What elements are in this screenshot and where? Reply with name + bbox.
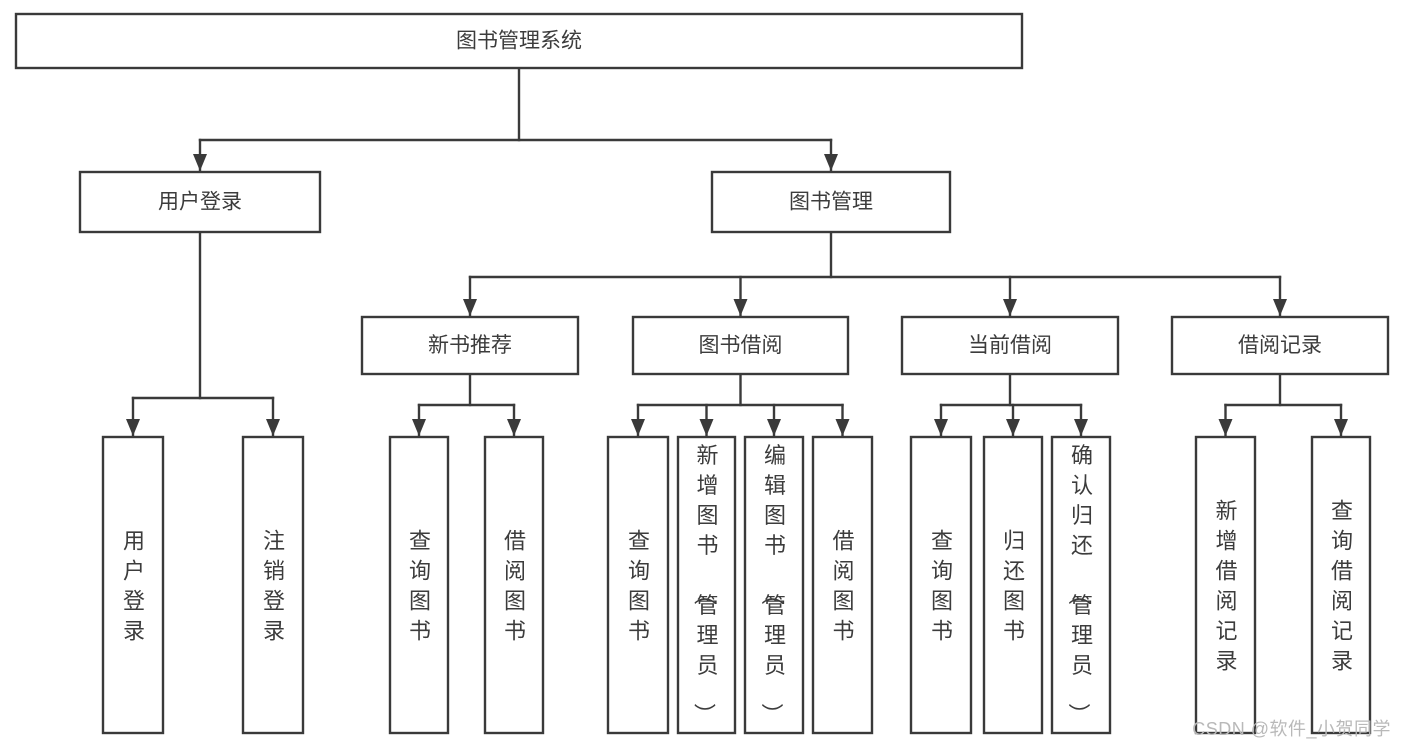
node-label: 新增借阅记录	[1215, 498, 1237, 673]
node-label: 查询图书	[409, 528, 431, 643]
diagram-node[interactable]: 当前借阅	[900, 315, 1120, 376]
node-box-level1-1[interactable]	[710, 170, 952, 234]
diagram-node[interactable]: 新书推荐	[360, 315, 580, 376]
node-box-leaf-10[interactable]	[1050, 435, 1112, 735]
node-label: 编辑图书（管理员）	[759, 443, 786, 725]
node-label: 用户登录	[158, 191, 242, 214]
diagram-node[interactable]: 借阅记录	[1170, 315, 1390, 376]
arrowhead-icon	[266, 419, 280, 436]
node-label: 确认归还（管理员）	[1066, 443, 1093, 725]
arrowhead-icon	[733, 299, 748, 316]
node-label: 图书管理	[789, 191, 873, 214]
node-box-level2-1[interactable]	[631, 315, 850, 376]
node-label: 借阅记录	[1238, 334, 1322, 357]
node-box-leaf-2[interactable]	[388, 435, 450, 735]
node-label: 图书借阅	[699, 334, 783, 357]
arrowhead-icon	[934, 419, 948, 436]
diagram-node[interactable]: 注销登录	[241, 435, 305, 735]
arrowhead-icon	[1334, 419, 1348, 436]
diagram-node[interactable]: 图书借阅	[631, 315, 850, 376]
arrowhead-icon	[463, 299, 477, 316]
diagram-node[interactable]: 查询图书	[388, 435, 450, 735]
node-label: 借阅图书	[504, 528, 526, 643]
node-label: 当前借阅	[968, 334, 1052, 357]
diagram-node[interactable]: 查询借阅记录	[1310, 435, 1372, 735]
diagram-node[interactable]: 用户登录	[101, 435, 165, 735]
diagram-node[interactable]: 用户登录	[78, 170, 322, 234]
node-label: 借阅图书	[832, 528, 854, 643]
node-box-level2-0[interactable]	[360, 315, 580, 376]
nodes-layer: 图书管理系统用户登录图书管理新书推荐图书借阅当前借阅借阅记录用户登录注销登录查询…	[14, 12, 1390, 735]
diagram-node[interactable]: 图书管理	[710, 170, 952, 234]
node-box-level1-0[interactable]	[78, 170, 322, 234]
diagram-node[interactable]: 归还图书	[982, 435, 1044, 735]
arrowhead-icon	[1273, 299, 1287, 316]
node-box-leaf-1[interactable]	[241, 435, 305, 735]
arrowhead-icon	[824, 154, 838, 171]
arrowhead-icon	[699, 419, 714, 436]
node-box-leaf-3[interactable]	[483, 435, 545, 735]
node-box-leaf-0[interactable]	[101, 435, 165, 735]
node-box-leaf-11[interactable]	[1194, 435, 1257, 735]
node-label: 新增图书（管理员）	[691, 443, 718, 725]
node-box-level2-2[interactable]	[900, 315, 1120, 376]
diagram-node[interactable]: 借阅图书	[811, 435, 874, 735]
diagram-node[interactable]: 编辑图书（管理员）	[743, 435, 805, 735]
diagram-node[interactable]: 图书管理系统	[14, 12, 1024, 70]
arrowhead-icon	[631, 419, 645, 436]
node-label: 查询图书	[931, 528, 953, 643]
connectors-layer	[126, 66, 1348, 437]
node-box-leaf-6[interactable]	[743, 435, 805, 735]
arrowhead-icon	[767, 419, 781, 436]
diagram-node[interactable]: 查询图书	[909, 435, 973, 735]
node-label: 查询借阅记录	[1331, 498, 1353, 673]
arrowhead-icon	[1006, 419, 1020, 436]
node-box-leaf-8[interactable]	[909, 435, 973, 735]
diagram-node[interactable]: 确认归还（管理员）	[1050, 435, 1112, 735]
node-label: 新书推荐	[428, 334, 512, 357]
diagram-node[interactable]: 查询图书	[606, 435, 670, 735]
arrowhead-icon	[1074, 419, 1088, 436]
arrowhead-icon	[835, 419, 850, 436]
arrowhead-icon	[412, 419, 426, 436]
diagram-node[interactable]: 借阅图书	[483, 435, 545, 735]
node-box-leaf-9[interactable]	[982, 435, 1044, 735]
node-label: 注销登录	[263, 528, 285, 643]
node-label: 归还图书	[1003, 528, 1025, 643]
arrowhead-icon	[126, 419, 140, 436]
node-label: 图书管理系统	[456, 30, 582, 53]
node-label: 用户登录	[123, 528, 145, 643]
arrowhead-icon	[1003, 299, 1017, 316]
node-box-leaf-7[interactable]	[811, 435, 874, 735]
diagram-node[interactable]: 新增图书（管理员）	[676, 435, 737, 735]
node-box-leaf-4[interactable]	[606, 435, 670, 735]
node-label: 查询图书	[628, 528, 650, 643]
arrowhead-icon	[507, 419, 521, 436]
arrowhead-icon	[193, 154, 207, 171]
node-box-leaf-12[interactable]	[1310, 435, 1372, 735]
arrowhead-icon	[1218, 419, 1233, 436]
node-box-level2-3[interactable]	[1170, 315, 1390, 376]
diagram-node[interactable]: 新增借阅记录	[1194, 435, 1257, 735]
node-box-root[interactable]	[14, 12, 1024, 70]
node-box-leaf-5[interactable]	[676, 435, 737, 735]
